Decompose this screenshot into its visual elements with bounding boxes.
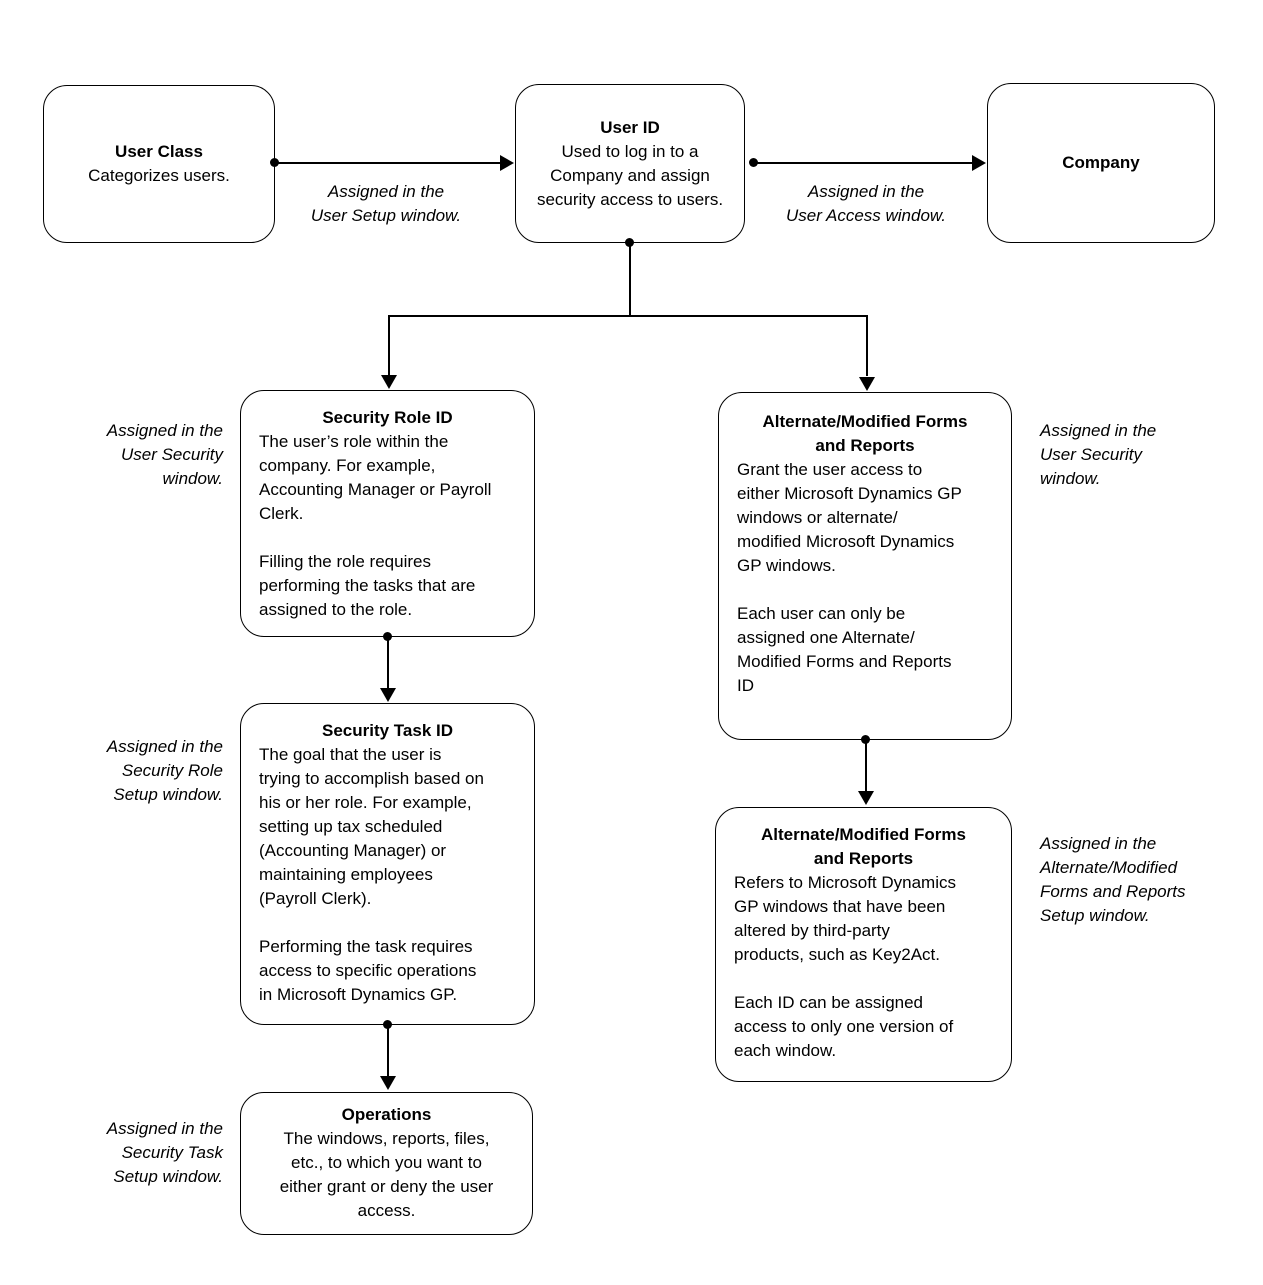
node-body: The goal that the user is trying to acco… bbox=[259, 745, 484, 908]
arrowhead-right-icon bbox=[500, 155, 514, 171]
label-amfr-setup-window: Assigned in the Alternate/Modified Forms… bbox=[1040, 834, 1186, 925]
node-security-role-id: Security Role ID The user’s role within … bbox=[240, 390, 535, 637]
node-company: Company bbox=[987, 83, 1215, 243]
node-alternate-modified-forms-reports-setup: Alternate/Modified Forms and Reports Ref… bbox=[715, 807, 1012, 1082]
connector-line bbox=[388, 315, 867, 317]
connector-line bbox=[865, 739, 867, 792]
node-title: User ID bbox=[600, 117, 660, 137]
connector-line bbox=[753, 162, 973, 164]
node-body: Categorizes users. bbox=[88, 166, 230, 185]
arrowhead-down-icon bbox=[858, 791, 874, 805]
connector-line bbox=[387, 1024, 389, 1077]
node-body: Refers to Microsoft Dynamics GP windows … bbox=[734, 873, 956, 964]
node-operations: Operations The windows, reports, files, … bbox=[240, 1092, 533, 1235]
node-body: Used to log in to a Company and assign s… bbox=[536, 141, 724, 209]
node-security-task-id: Security Task ID The goal that the user … bbox=[240, 703, 535, 1025]
node-body: Each ID can be assigned access to only o… bbox=[734, 993, 954, 1060]
arrowhead-down-icon bbox=[380, 1076, 396, 1090]
label-user-setup-window: Assigned in the User Setup window. bbox=[310, 182, 462, 225]
label-security-role-setup-window: Assigned in the Security Role Setup wind… bbox=[106, 737, 223, 804]
label-user-access-window: Assigned in the User Access window. bbox=[786, 182, 946, 225]
node-body: Filling the role requires performing the… bbox=[259, 552, 476, 619]
node-title: Alternate/Modified Forms and Reports bbox=[761, 825, 966, 868]
node-alternate-modified-forms-reports-user: Alternate/Modified Forms and Reports Gra… bbox=[718, 392, 1012, 740]
node-user-class: User Class Categorizes users. bbox=[43, 85, 275, 243]
node-title: Security Task ID bbox=[321, 721, 454, 740]
node-user-id: User ID Used to log in to a Company and … bbox=[515, 84, 745, 243]
connector-line bbox=[274, 162, 502, 164]
arrowhead-right-icon bbox=[972, 155, 986, 171]
node-body: Performing the task requires access to s… bbox=[259, 937, 477, 1004]
label-user-security-window-left: Assigned in the User Security window. bbox=[106, 421, 223, 488]
node-title: Operations bbox=[341, 1105, 432, 1124]
connector-line bbox=[388, 315, 390, 376]
label-security-task-setup-window: Assigned in the Security Task Setup wind… bbox=[106, 1119, 223, 1186]
connector-line bbox=[387, 636, 389, 689]
node-title: User Class bbox=[115, 142, 203, 161]
arrowhead-down-icon bbox=[381, 375, 397, 389]
node-title: Alternate/Modified Forms and Reports bbox=[762, 412, 968, 455]
label-user-security-window-right: Assigned in the User Security window. bbox=[1040, 421, 1157, 488]
node-title: Security Role ID bbox=[322, 408, 453, 427]
node-body: Grant the user access to either Microsof… bbox=[737, 460, 962, 575]
node-body: The user’s role within the company. For … bbox=[259, 432, 492, 523]
connector-line bbox=[629, 242, 631, 316]
node-body: Each user can only be assigned one Alter… bbox=[737, 604, 952, 695]
connector-line bbox=[866, 315, 868, 376]
arrowhead-down-icon bbox=[380, 688, 396, 702]
arrowhead-down-icon bbox=[859, 377, 875, 391]
node-title: Company bbox=[1062, 153, 1140, 172]
node-body: The windows, reports, files, etc., to wh… bbox=[279, 1129, 494, 1220]
